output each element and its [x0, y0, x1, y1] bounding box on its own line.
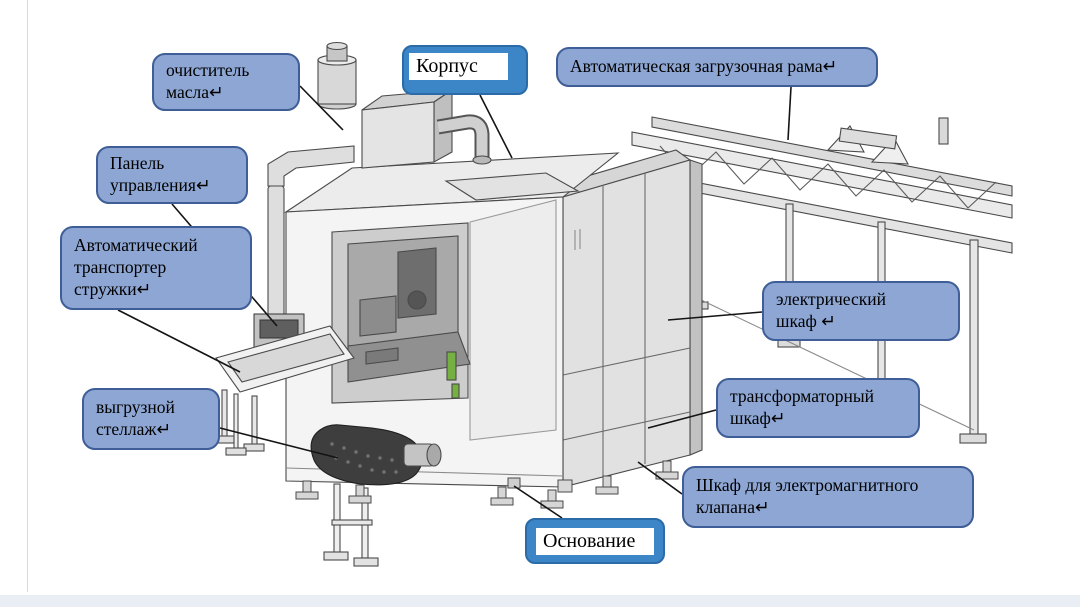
- callout-loading-frame: Автоматическая загрузочная рама↵: [556, 47, 878, 87]
- leader-korpus: [479, 94, 513, 159]
- leader-electrical-cabinet: [667, 311, 763, 321]
- callout-electrical-cabinet-label: электрический шкаф ↵: [776, 289, 886, 331]
- callout-korpus: Корпус: [402, 45, 528, 95]
- callout-transformer-cabinet: трансформаторный шкаф↵: [716, 378, 920, 438]
- leader-chip-conveyor: [117, 309, 241, 373]
- callout-osnovanie: Основание: [525, 518, 665, 564]
- callout-control-panel: Панель управления↵: [96, 146, 248, 204]
- callout-osnovanie-label: Основание: [543, 529, 636, 552]
- callout-oil-cleaner: очиститель масла↵: [152, 53, 300, 111]
- callout-korpus-inner: Корпус: [409, 53, 508, 80]
- callout-solenoid-cabinet: Шкаф для электромагнитного клапана↵: [682, 466, 974, 528]
- callout-osnovanie-inner: Основание: [536, 527, 654, 555]
- callout-chip-conveyor-label: Автоматический транспортер стружки↵: [74, 235, 198, 299]
- callout-electrical-cabinet: электрический шкаф ↵: [762, 281, 960, 341]
- callout-oil-cleaner-label: очиститель масла↵: [166, 60, 250, 102]
- page-left-border: [27, 0, 28, 592]
- callout-control-panel-label: Панель управления↵: [110, 153, 211, 195]
- callout-chip-conveyor: Автоматический транспортер стружки↵: [60, 226, 252, 310]
- callout-transformer-cabinet-label: трансформаторный шкаф↵: [730, 386, 874, 428]
- loading-frame: [631, 116, 1013, 444]
- callout-unload-rack: выгрузной стеллаж↵: [82, 388, 220, 450]
- callout-solenoid-cabinet-label: Шкаф для электромагнитного клапана↵: [696, 475, 919, 517]
- page-bottom-band: [0, 595, 1080, 607]
- leader-osnovanie: [513, 485, 563, 519]
- callout-loading-frame-label: Автоматическая загрузочная рама↵: [570, 56, 838, 77]
- callout-unload-rack-label: выгрузной стеллаж↵: [96, 397, 175, 439]
- leader-lines: [117, 85, 792, 519]
- leader-solenoid-cabinet: [637, 461, 683, 495]
- leader-unload-rack: [219, 427, 339, 459]
- leader-transformer-cabinet: [647, 409, 717, 429]
- main-enclosure: [284, 152, 620, 488]
- cabinet-block: [548, 149, 703, 488]
- leader-oil-cleaner: [299, 85, 344, 131]
- leader-loading-frame: [787, 86, 792, 141]
- leveling-feet: [295, 460, 679, 509]
- callout-korpus-label: Корпус: [416, 55, 478, 77]
